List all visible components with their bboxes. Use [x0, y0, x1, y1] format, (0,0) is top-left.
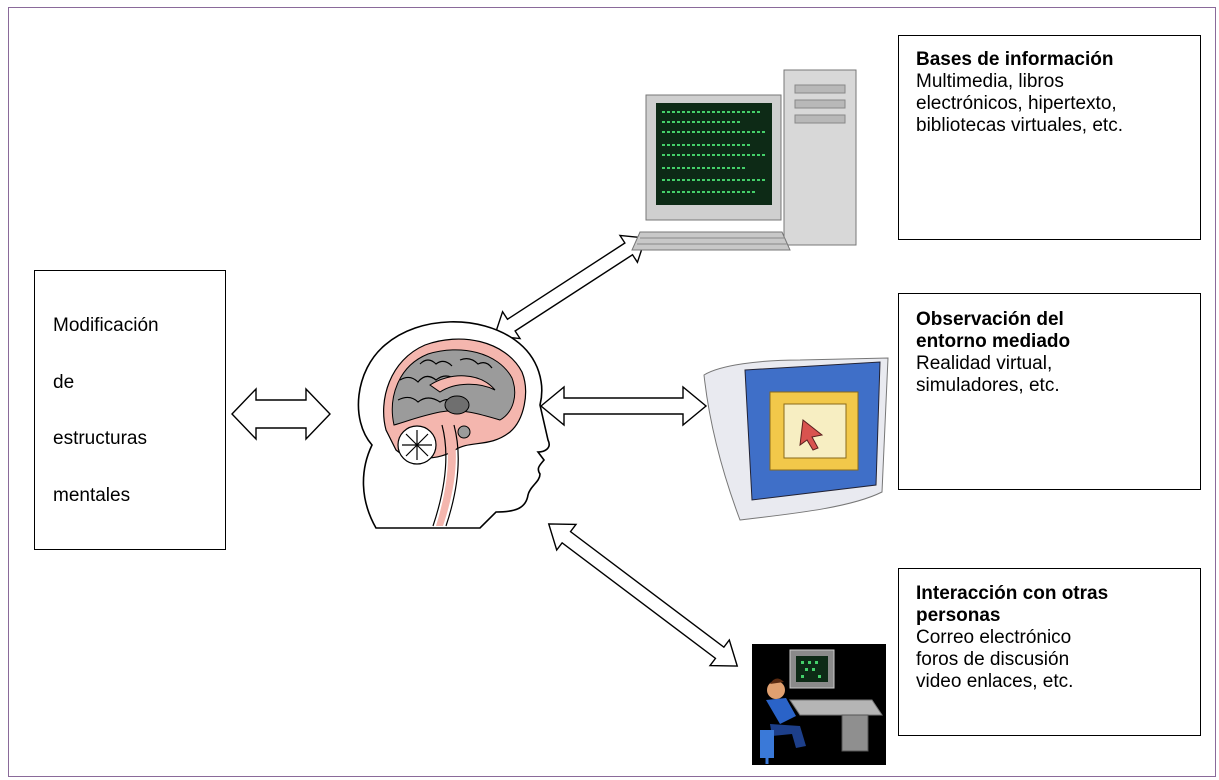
information-bases-title: Bases de información	[916, 49, 1114, 70]
mediated-observation-body: Realidad virtual, simuladores, etc.	[916, 353, 1060, 396]
information-bases-box: Bases de información Multimedia, libros …	[898, 35, 1201, 240]
information-bases-body: Multimedia, libros electrónicos, hiperte…	[916, 71, 1123, 136]
double-arrow-upper	[493, 234, 647, 340]
interaction-box: Interacción con otras personas Correo el…	[898, 568, 1201, 736]
desktop-computer-icon	[631, 69, 857, 251]
double-arrow-lower	[547, 523, 739, 667]
brain-head-icon	[357, 321, 550, 529]
left-box-line-2: de	[53, 371, 75, 393]
diagram-frame	[8, 7, 1216, 777]
person-at-computer-icon	[752, 644, 886, 765]
left-box-line-3: estructuras	[53, 428, 147, 449]
left-box-line-1: Modificación	[53, 315, 159, 336]
mediated-observation-box: Observación del entorno mediado Realidad…	[898, 293, 1201, 490]
left-box-line-4: mentales	[53, 484, 131, 506]
interaction-body: Correo electrónico foros de discusión vi…	[916, 627, 1074, 692]
mental-structures-box: Modificación de estructuras mentales	[34, 270, 226, 550]
double-arrow-left	[231, 387, 331, 441]
crt-monitor-icon	[703, 357, 889, 521]
mediated-observation-title: Observación del entorno mediado	[916, 309, 1071, 352]
double-arrow-middle	[539, 385, 708, 427]
interaction-title: Interacción con otras personas	[916, 583, 1109, 626]
